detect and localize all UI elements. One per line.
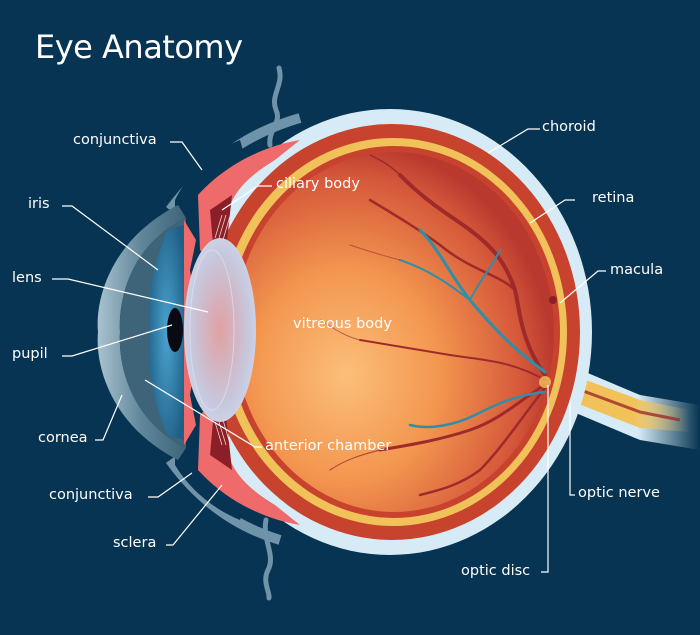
label-cornea: cornea: [38, 430, 88, 446]
label-retina: retina: [592, 190, 635, 206]
label-anterior-chamber: anterior chamber: [265, 438, 392, 454]
label-conjunctiva-top: conjunctiva: [73, 132, 157, 148]
label-lens: lens: [12, 270, 42, 286]
cornea-shape: [97, 205, 186, 460]
blood-vessels: [319, 154, 547, 497]
ciliary-body-bottom: [198, 405, 300, 525]
label-macula: macula: [610, 262, 664, 278]
label-vitreous-body: vitreous body: [293, 316, 392, 332]
label-pupil: pupil: [12, 346, 48, 362]
label-sclera: sclera: [113, 535, 157, 551]
vitreous-body-shape: [234, 152, 554, 512]
label-optic-disc: optic disc: [461, 563, 531, 579]
label-optic-nerve: optic nerve: [578, 485, 660, 501]
macula-shape: [549, 296, 557, 304]
label-choroid: choroid: [542, 119, 596, 135]
pupil-shape: [167, 308, 183, 352]
leader-lines: [52, 128, 606, 573]
iris-shape: [149, 225, 184, 440]
optic-disc-shape: [539, 376, 551, 388]
label-iris: iris: [28, 196, 50, 212]
lens-shape: [184, 238, 256, 422]
page-title: Eye Anatomy: [35, 28, 243, 66]
label-ciliary-body: ciliary body: [276, 176, 360, 192]
label-conjunctiva-bottom: conjunctiva: [49, 487, 133, 503]
